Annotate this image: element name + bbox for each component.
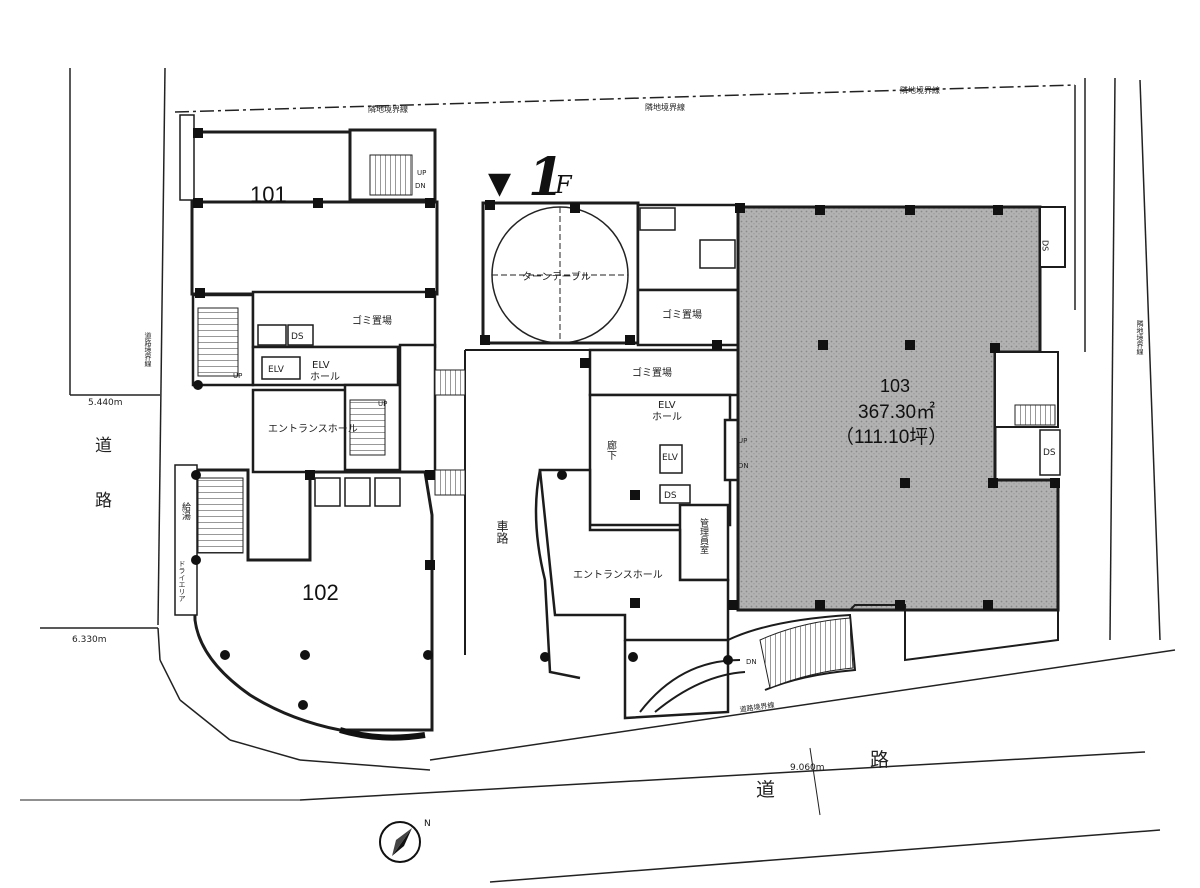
unit-101-label: 101 bbox=[250, 182, 287, 207]
stair-101 bbox=[369, 154, 413, 196]
ds-103-label: DS bbox=[1043, 448, 1056, 458]
elv-car-right: ELV bbox=[662, 453, 679, 463]
ds-left-label: DS bbox=[291, 332, 304, 342]
service-rooms bbox=[257, 207, 736, 507]
floor-letter: F bbox=[554, 171, 573, 199]
elv-car-left: ELV bbox=[268, 365, 285, 375]
driveway bbox=[464, 349, 590, 655]
rinchi-label-right: 隣地境界線 bbox=[1136, 319, 1144, 355]
up-left-label: UP bbox=[233, 372, 242, 380]
site-lines bbox=[20, 67, 1176, 883]
floor-marker-icon: ▼ bbox=[488, 166, 511, 201]
building-101 bbox=[179, 114, 439, 296]
stair-left-lower bbox=[197, 477, 244, 554]
kyuto-label: 給湯 bbox=[180, 501, 191, 521]
shadou-label: 車路 bbox=[495, 520, 509, 545]
gomi-right-upper-label: ゴミ置場 bbox=[662, 308, 702, 321]
hall-label-left: ホール bbox=[310, 371, 340, 383]
elv-label-left: ELV bbox=[312, 360, 330, 371]
turntable-room bbox=[481, 201, 640, 345]
road-width-bottom: 9.060m bbox=[790, 763, 825, 773]
road-width-left-lower: 6.330m bbox=[72, 635, 107, 645]
floor-number: 1 bbox=[528, 147, 564, 208]
gomi-right-lower-label: ゴミ置場 bbox=[632, 366, 672, 379]
entrance-hall-right bbox=[534, 468, 730, 720]
road-left-char2: 路 bbox=[95, 491, 112, 511]
dn-front-label: DN bbox=[746, 658, 757, 666]
kanri-label: 管理員室 bbox=[698, 517, 709, 554]
unit-103-label: 103 bbox=[880, 376, 910, 396]
site-boundary bbox=[174, 84, 1076, 310]
building-102 bbox=[174, 464, 434, 732]
stair-front bbox=[759, 617, 854, 689]
road-width-left-upper: 5.440m bbox=[88, 398, 123, 408]
road-bottom-char2: 路 bbox=[870, 749, 889, 771]
rinchi-label-2: 隣地境界線 bbox=[645, 102, 685, 112]
curved-facade-102 bbox=[339, 727, 426, 741]
entrance-hall-right-label: エントランスホール bbox=[573, 569, 663, 581]
road-bottom-char1: 道 bbox=[756, 779, 775, 801]
ds-103-upper-label: DS bbox=[1041, 240, 1050, 251]
entrance-hall-left-label: エントランスホール bbox=[268, 423, 358, 435]
dryarea-label: ドライエリア bbox=[178, 560, 186, 602]
stair-center bbox=[349, 399, 386, 456]
gomi-left-label: ゴミ置場 bbox=[352, 314, 392, 327]
north-letter: N bbox=[424, 819, 431, 829]
tenant-103 bbox=[736, 205, 1066, 612]
rouka-label: 廊下 bbox=[605, 439, 617, 461]
turntable-label: ターンテーブル bbox=[522, 270, 591, 283]
north-arrow-icon bbox=[379, 821, 421, 863]
dn-101-label: DN bbox=[415, 182, 426, 190]
rinchi-label-1: 隣地境界線 bbox=[368, 104, 408, 114]
up-center-label: UP bbox=[378, 400, 387, 408]
stair-driveway-lower bbox=[434, 469, 466, 496]
stair-driveway-upper bbox=[434, 369, 466, 396]
unit-103-area-m2: 367.30㎡ bbox=[858, 400, 935, 423]
unit-103-area-tsubo: （111.10坪） bbox=[835, 426, 947, 448]
douro-label-left: 道路境界線 bbox=[144, 331, 152, 367]
hall-label-right: ホール bbox=[652, 411, 682, 423]
up-101-label: UP bbox=[417, 169, 426, 177]
rinchi-label-3: 隣地境界線 bbox=[900, 85, 940, 95]
road-left-char1: 道 bbox=[95, 436, 112, 456]
stair-left-upper bbox=[197, 307, 239, 377]
elv-label-right: ELV bbox=[658, 400, 676, 411]
dn-right-label: DN bbox=[738, 462, 749, 470]
unit-102-label: 102 bbox=[302, 580, 339, 605]
ds-right-core-label: DS bbox=[664, 491, 677, 501]
up-right-label: UP bbox=[738, 437, 747, 445]
columns bbox=[191, 128, 1060, 710]
